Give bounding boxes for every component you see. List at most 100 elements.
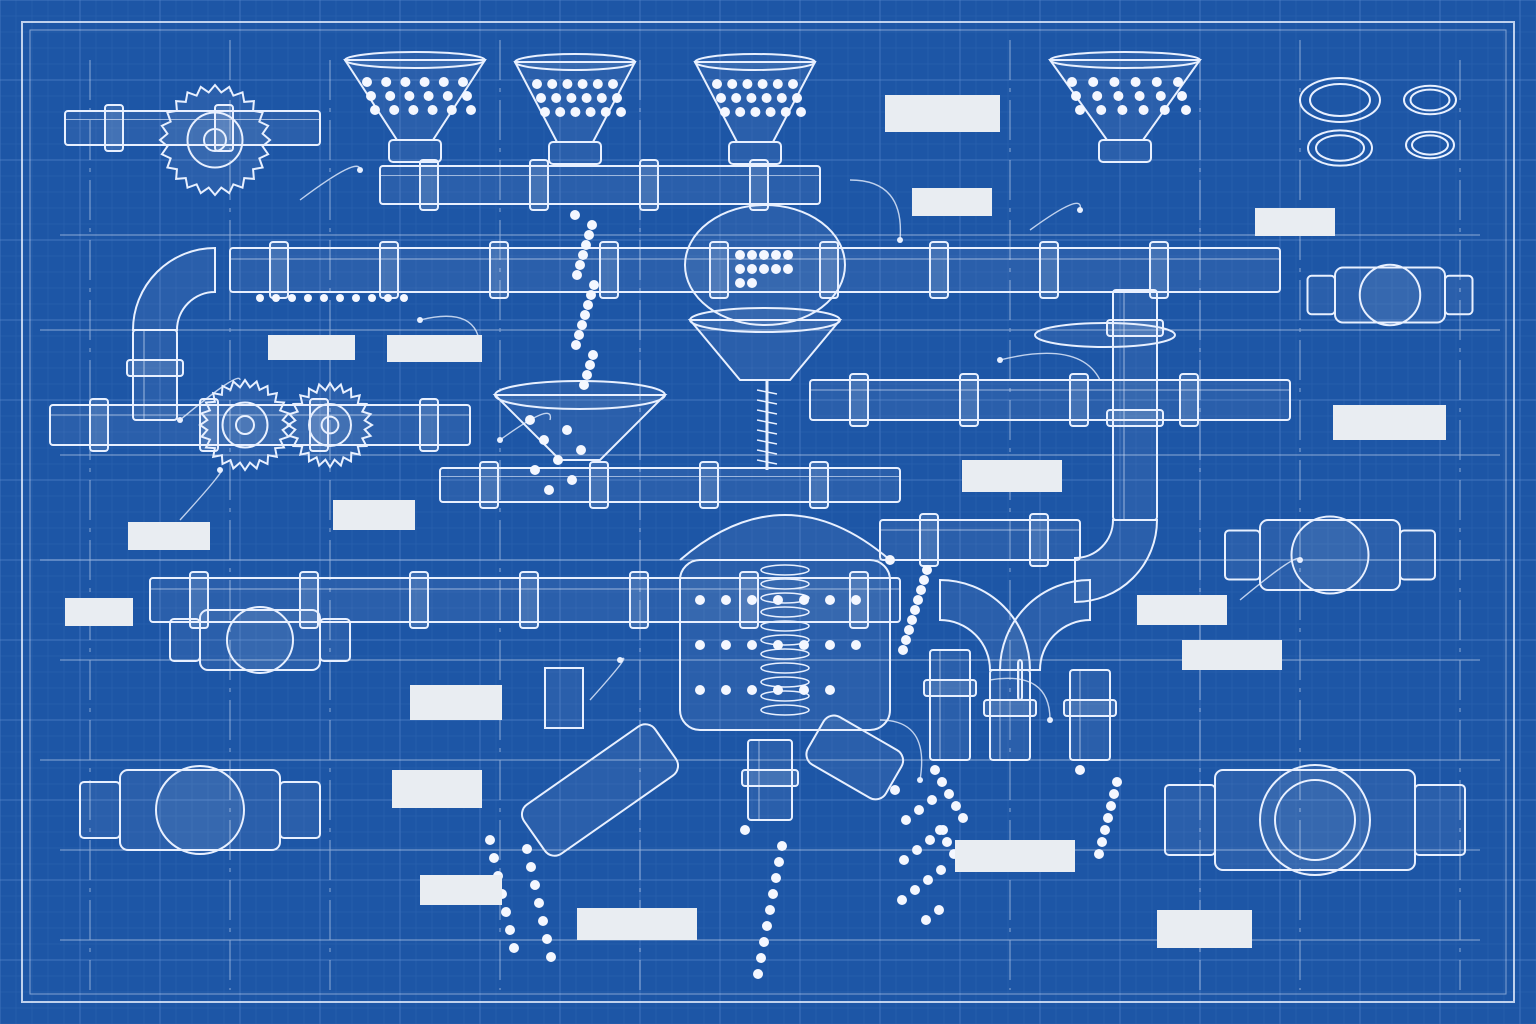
pellet	[1130, 77, 1141, 87]
pellet	[773, 595, 783, 605]
pellet	[885, 555, 895, 565]
pellet	[1113, 91, 1124, 101]
pipe-body	[879, 519, 1081, 561]
shaft-thread	[756, 449, 778, 455]
pellet	[907, 615, 917, 625]
pipe-elbow	[998, 578, 1091, 671]
callout-arrow	[989, 677, 1051, 721]
pellet	[551, 93, 562, 103]
vertical-pipe	[1063, 669, 1117, 761]
pellet	[772, 79, 783, 89]
arrow-head	[917, 777, 923, 783]
seal-ring-inner	[1411, 134, 1449, 156]
pellet	[522, 844, 532, 854]
pellet	[721, 685, 731, 695]
pellet	[774, 857, 784, 867]
pellet	[750, 107, 761, 117]
pellet	[1092, 91, 1103, 101]
callout-arrow	[179, 377, 241, 421]
pellet	[320, 294, 328, 302]
pellet	[446, 105, 457, 115]
pellet	[400, 77, 411, 87]
spring-coil	[760, 620, 810, 632]
pellet	[1075, 765, 1085, 775]
pellet	[1106, 801, 1116, 811]
pellet	[288, 294, 296, 302]
seal-ring-inner	[1315, 134, 1365, 162]
pellet	[742, 79, 753, 89]
arrow-head	[497, 437, 503, 443]
pellet	[442, 91, 453, 101]
pellet	[581, 93, 592, 103]
horizontal-pipe	[149, 571, 901, 629]
spring-coil	[760, 592, 810, 604]
pellet	[540, 107, 550, 117]
hopper	[693, 53, 817, 165]
pellet	[796, 107, 806, 117]
pellet	[1117, 105, 1128, 115]
shaft-thread	[756, 399, 778, 405]
pipe-coupling	[529, 159, 549, 211]
pellet	[458, 77, 468, 87]
pipe-coupling	[489, 241, 509, 299]
pellet	[575, 260, 585, 270]
pipe-coupling	[1039, 241, 1059, 299]
pellet	[695, 595, 705, 605]
vertical-pipe	[1017, 659, 1023, 701]
pellet	[768, 889, 778, 899]
pellet	[608, 79, 618, 89]
pellet	[352, 294, 360, 302]
pipe-coupling	[849, 373, 869, 427]
callout-arrow	[1029, 202, 1082, 231]
pellet	[578, 250, 588, 260]
valve	[169, 606, 351, 674]
pipe-coupling	[1149, 241, 1169, 299]
pellet	[501, 907, 511, 917]
pellet	[572, 270, 582, 280]
pellet	[577, 79, 588, 89]
callout-arrow	[589, 657, 625, 701]
pellet	[898, 645, 908, 655]
label-boxes	[65, 95, 1446, 948]
outflow-tube	[520, 723, 680, 857]
pellet	[408, 105, 419, 115]
pellet	[913, 595, 923, 605]
pipe-coupling	[983, 699, 1037, 717]
pellet	[720, 107, 730, 117]
pellet	[765, 905, 775, 915]
horizontal-pipe	[379, 159, 821, 211]
pellet	[553, 455, 563, 465]
callout-arrow	[879, 719, 923, 781]
pellet	[571, 340, 581, 350]
arrow-head	[997, 357, 1003, 363]
pipe-coupling	[419, 159, 439, 211]
blank-label-box	[1157, 910, 1252, 948]
pipe-body	[439, 467, 901, 503]
pipe-coupling	[379, 241, 399, 299]
valve-port	[1164, 784, 1216, 856]
pellet	[256, 294, 264, 302]
pellet	[922, 565, 932, 575]
pipe-body	[809, 379, 1291, 421]
pellet	[958, 813, 968, 823]
blank-label-box	[577, 908, 697, 940]
sheet-border	[21, 21, 1515, 1003]
pellet	[851, 640, 861, 650]
vertical-pipe	[983, 669, 1037, 761]
pellet	[897, 895, 907, 905]
hopper-rim	[694, 53, 816, 71]
horizontal-pipe	[64, 104, 321, 152]
pellet	[567, 475, 577, 485]
hopper-rim	[1049, 51, 1201, 69]
pellet	[910, 605, 920, 615]
gear-hub	[308, 403, 352, 447]
funnel	[687, 319, 843, 381]
valve-bonnet	[1290, 515, 1370, 595]
gear-bore	[320, 415, 340, 435]
spring-coil	[760, 634, 810, 646]
pellet	[735, 107, 746, 117]
seal-ring-inner	[1309, 83, 1371, 117]
pellet	[762, 921, 772, 931]
pellet	[544, 485, 554, 495]
pellet	[404, 91, 415, 101]
